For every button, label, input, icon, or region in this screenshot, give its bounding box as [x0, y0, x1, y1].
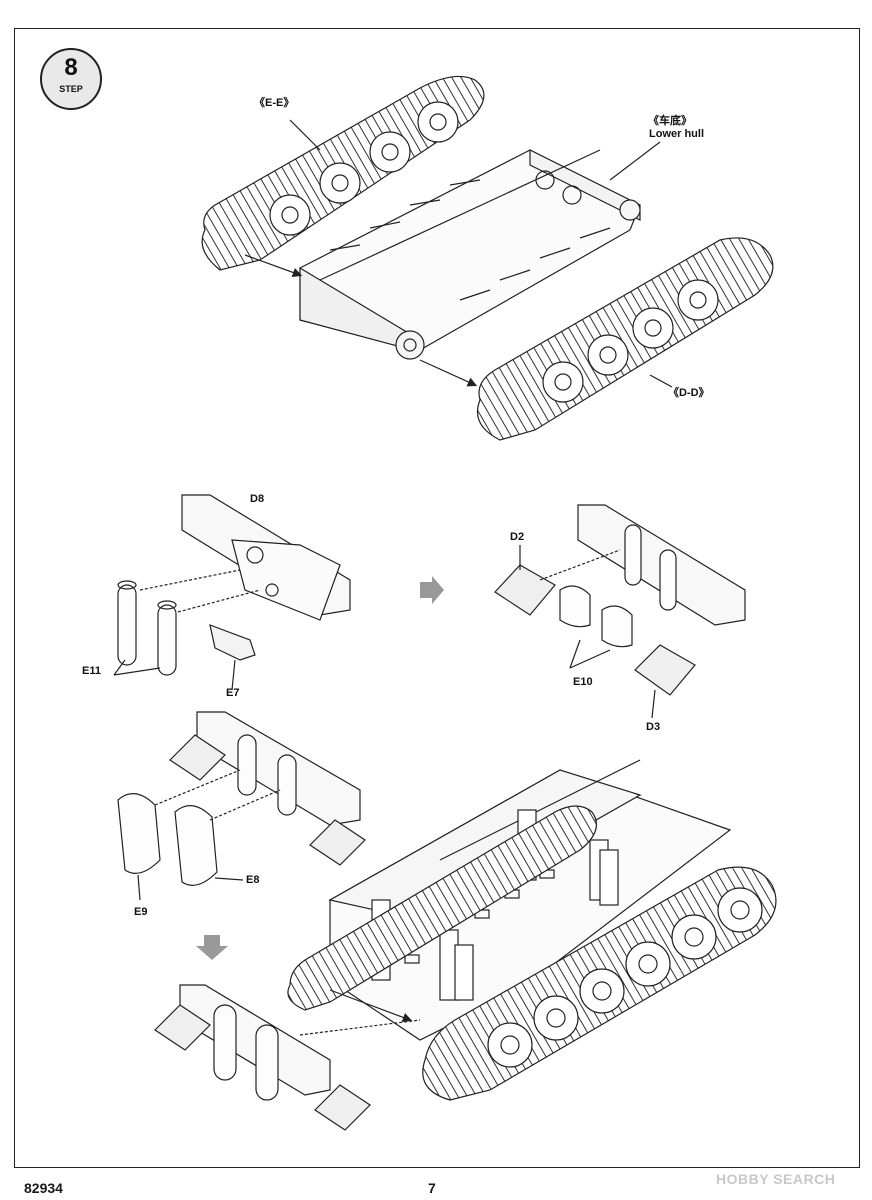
lower-hull-assembly — [201, 75, 774, 441]
label-e7: E7 — [226, 687, 240, 699]
label-d8: D8 — [250, 493, 265, 505]
label-e11: E11 — [82, 665, 101, 677]
d2-d3-subassembly — [494, 504, 746, 719]
label-d-d: 《D-D》 — [668, 387, 710, 399]
label-e-e: 《E-E》 — [254, 97, 295, 109]
d8-subassembly — [113, 494, 351, 691]
label-e10: E10 — [573, 676, 593, 688]
label-lower-hull-cn: 《车底》 — [648, 115, 692, 127]
kit-number: 82934 — [24, 1180, 63, 1196]
page-number: 7 — [428, 1180, 436, 1196]
page-border — [14, 28, 860, 1168]
progress-arrow-right — [420, 576, 444, 604]
full-hull-assembly — [154, 759, 777, 1131]
step-number: 8 — [64, 54, 78, 81]
label-d2: D2 — [510, 531, 525, 543]
watermark-logo: HOBBY SEARCH — [716, 1171, 836, 1187]
label-d3: D3 — [646, 721, 661, 733]
progress-arrow-down — [196, 935, 228, 960]
e8-e9-subassembly — [117, 711, 366, 901]
label-e8: E8 — [246, 874, 260, 886]
step-badge: 8 STEP — [40, 48, 102, 110]
label-lower-hull-en: Lower hull — [649, 128, 704, 140]
label-e9: E9 — [134, 906, 148, 918]
step-label: STEP — [59, 84, 83, 94]
